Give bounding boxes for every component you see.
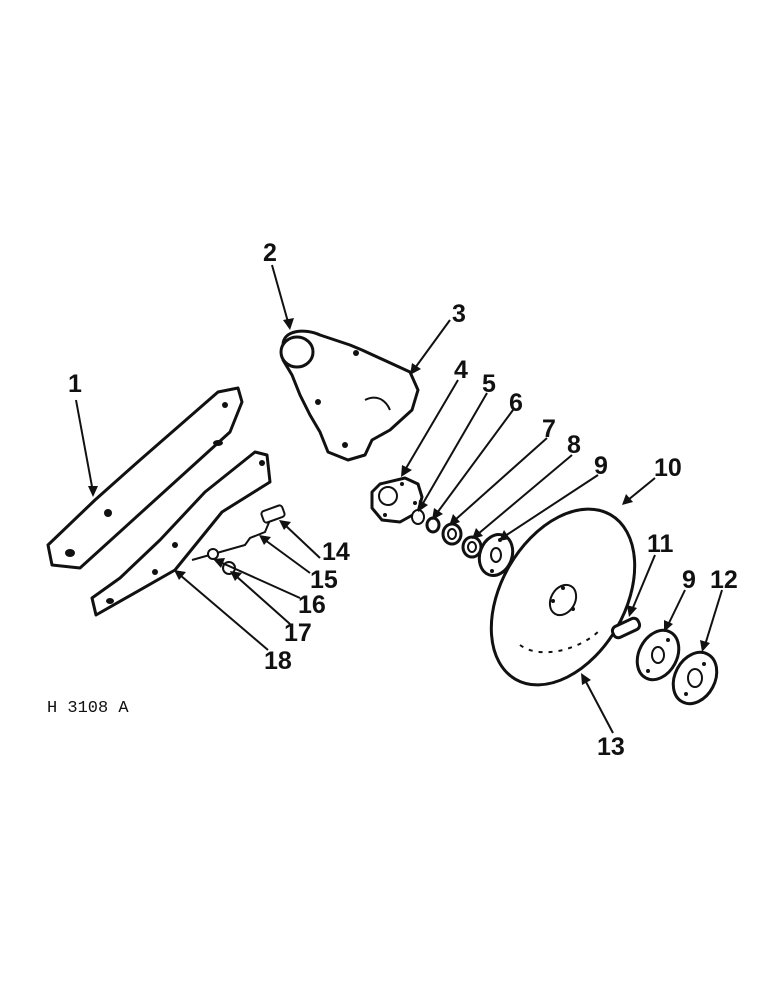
callout-14: 14 — [322, 538, 350, 566]
callout-1: 1 — [68, 370, 82, 398]
part-1-arm-plate — [46, 386, 244, 570]
callout-8: 8 — [567, 431, 581, 459]
part-12-outer-washer — [671, 650, 719, 706]
part-7-bearing-cup — [441, 522, 463, 546]
callout-15: 15 — [310, 566, 338, 594]
part-18-bracket — [90, 450, 272, 617]
callout-9-inner: 9 — [594, 452, 608, 480]
part-13-disc-blade — [489, 507, 637, 687]
part-14-15-16-scraper-rod — [191, 504, 286, 561]
part-2-3-hub-housing — [279, 329, 420, 462]
leader-lines — [75, 264, 723, 734]
part-6-seal — [425, 516, 441, 534]
callout-12: 12 — [710, 566, 738, 594]
part-11-bolt — [610, 616, 642, 640]
callout-5: 5 — [482, 370, 496, 398]
callout-13: 13 — [597, 733, 625, 761]
callout-7: 7 — [542, 415, 556, 443]
callout-4: 4 — [454, 356, 468, 384]
callout-10: 10 — [654, 454, 682, 482]
part-5-washer — [411, 509, 425, 525]
callout-3: 3 — [452, 300, 466, 328]
callout-2: 2 — [263, 239, 277, 267]
callout-6: 6 — [509, 389, 523, 417]
part-8-bearing-cone — [461, 535, 483, 559]
part-9-flange-outer — [635, 628, 681, 682]
figure-id: H 3108 A — [47, 699, 129, 718]
part-9-flange-inner — [477, 533, 515, 577]
callout-9-outer: 9 — [682, 566, 696, 594]
callout-11: 11 — [647, 530, 674, 558]
callout-16: 16 — [298, 591, 326, 619]
callout-18: 18 — [264, 647, 292, 675]
callout-17: 17 — [284, 619, 312, 647]
